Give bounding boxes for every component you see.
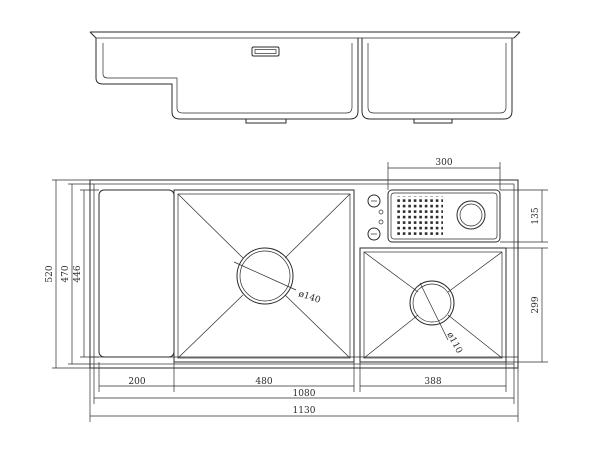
- small-drain-label: ø110: [444, 331, 464, 356]
- section-view: [89, 31, 521, 124]
- drainboard: [98, 189, 175, 358]
- plan-view: ø140 ø110: [89, 179, 519, 369]
- dim-1130: 1130: [293, 406, 316, 416]
- dim-446: 446: [73, 265, 83, 282]
- dim-200: 200: [128, 377, 145, 387]
- dim-480: 480: [255, 377, 272, 387]
- overflow-slot: [251, 46, 280, 57]
- small-bowl-section: [361, 38, 513, 120]
- dim-520: 520: [45, 265, 55, 282]
- faucet-hole-top: [367, 194, 381, 208]
- dim-1080: 1080: [293, 389, 316, 399]
- dim-300: 300: [435, 158, 452, 168]
- dim-470: 470: [61, 265, 71, 282]
- dim-135: 135: [531, 207, 541, 224]
- small-drain: [409, 280, 455, 326]
- small-bowl: ø110: [359, 247, 507, 363]
- small-drain-tail: [413, 119, 453, 124]
- large-drain-tail: [245, 119, 287, 124]
- outer-rim: [89, 179, 519, 369]
- dim-299: 299: [531, 296, 541, 313]
- large-bowl: ø140: [173, 189, 355, 363]
- faucet-hole-bottom: [367, 227, 381, 241]
- large-drain-label: ø140: [297, 289, 322, 306]
- large-drain: [236, 247, 294, 305]
- dim-388: 388: [424, 377, 441, 387]
- accessory-bowl: [456, 200, 486, 230]
- large-bowl-section: [95, 38, 359, 120]
- colander-tray: [387, 189, 501, 243]
- colander-perforation: [395, 196, 443, 236]
- dimension-lines: 300 135 299 520 470 446 200 480 3: [45, 158, 548, 422]
